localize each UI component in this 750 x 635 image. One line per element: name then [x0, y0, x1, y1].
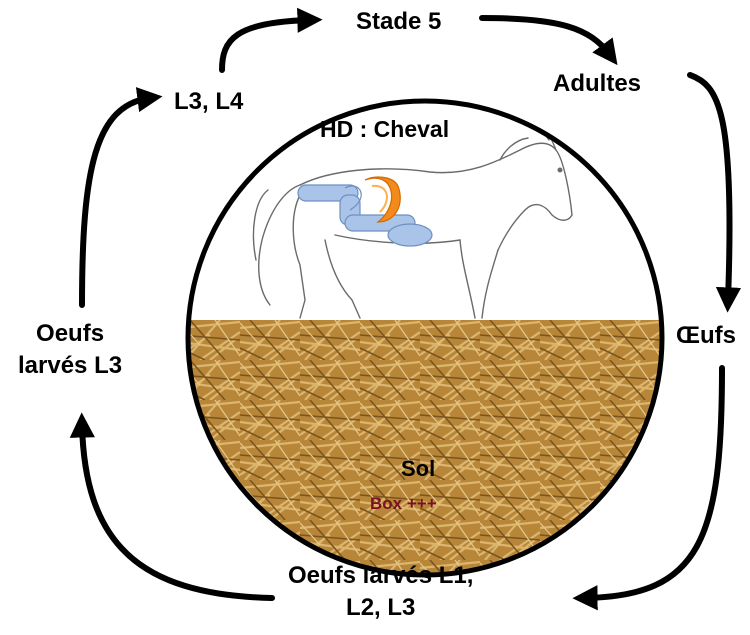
bottom-stage-label: Oeufs larvés L1, L2, L3 [288, 560, 473, 625]
bottom-stage-line1: Oeufs larvés L1, [288, 560, 473, 592]
stage-5-label: Stade 5 [356, 6, 441, 38]
eggs-label: Œufs [676, 320, 736, 352]
bottom-stage-line2: L2, L3 [288, 592, 473, 624]
adults-label: Adultes [553, 68, 641, 100]
left-stage-label: Oeufs larvés L3 [18, 318, 122, 383]
arrow-adultes-to-oeufs [690, 75, 730, 300]
left-stage-line2: larvés L3 [18, 350, 122, 382]
arrow-stade5-to-adultes [482, 18, 610, 55]
l3-l4-label: L3, L4 [174, 86, 243, 118]
arrow-l3l4-to-stade5 [222, 20, 310, 70]
arrow-left-to-l3l4 [82, 98, 150, 305]
ground-sublabel: Box +++ [370, 494, 437, 514]
ground-label: Sol [401, 456, 435, 482]
host-label: HD : Cheval [320, 116, 449, 143]
left-stage-line1: Oeufs [18, 318, 122, 350]
